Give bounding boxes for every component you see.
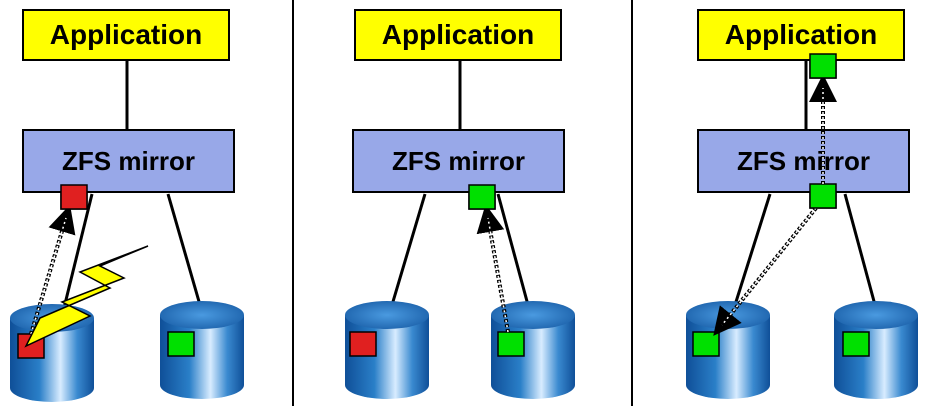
application-box: Application (354, 9, 562, 61)
zfs-mirror-box: ZFS mirror (697, 129, 910, 193)
data-block-icon (349, 331, 377, 357)
zfs-mirror-label: ZFS mirror (62, 145, 195, 176)
zfs-mirror-label: ZFS mirror (737, 145, 870, 176)
application-label: Application (381, 19, 535, 50)
data-block-icon (809, 183, 837, 209)
mirror-to-disk-right-link (843, 193, 877, 306)
lightning-bolt-icon (24, 245, 149, 348)
application-label: Application (49, 19, 203, 50)
mirror-to-disk-left-link (733, 193, 772, 306)
zfs-mirror-box: ZFS mirror (22, 129, 235, 193)
data-block-icon (497, 331, 525, 357)
panel-divider-2 (631, 0, 633, 406)
application-label: Application (724, 19, 878, 50)
mirror-to-disk-right-link (166, 193, 202, 306)
application-box: Application (697, 9, 905, 61)
data-block-icon (842, 331, 870, 357)
mirror-to-disk-left-link (62, 193, 94, 309)
data-block-icon (167, 331, 195, 357)
panel-divider-1 (292, 0, 294, 406)
zfs-mirror-box: ZFS mirror (352, 129, 565, 193)
data-block-icon (692, 331, 720, 357)
application-box: Application (22, 9, 230, 61)
mirror-to-disk-left-link (390, 193, 427, 306)
data-block-icon (809, 53, 837, 79)
data-block-icon (60, 184, 88, 210)
zfs-mirror-label: ZFS mirror (392, 145, 525, 176)
data-block-icon (468, 184, 496, 210)
